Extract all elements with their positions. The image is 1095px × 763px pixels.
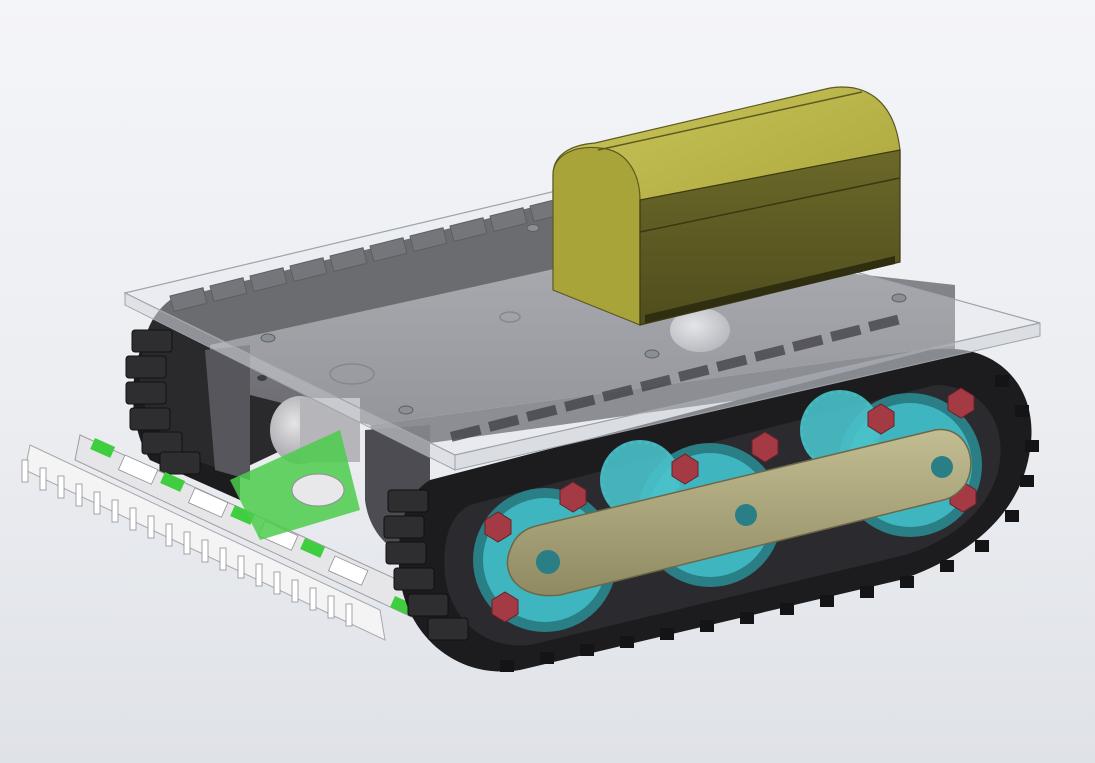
left-track-end-pads xyxy=(125,329,201,475)
battery-ridge xyxy=(597,91,863,151)
chassis-hole-small xyxy=(499,311,521,323)
top-plate-slots xyxy=(449,314,900,442)
battery-seam xyxy=(639,177,901,233)
right-track-teeth xyxy=(500,375,1039,672)
sensor-bar-teeth xyxy=(21,459,353,627)
battery-side-face xyxy=(639,149,901,326)
link-hole-front xyxy=(536,550,560,574)
top-plate-transparent[interactable] xyxy=(123,189,1041,471)
sensor-caster xyxy=(291,473,345,507)
right-track-end-pads xyxy=(383,489,469,641)
battery-housing[interactable] xyxy=(552,86,901,326)
top-plate-screws xyxy=(260,224,907,415)
top-plate-edge-right xyxy=(454,322,1041,471)
idler-link-bar[interactable] xyxy=(506,428,972,597)
motor-right xyxy=(670,308,730,352)
chassis-hole-large xyxy=(329,363,375,385)
front-sensor-comb[interactable] xyxy=(21,430,421,641)
chassis-left-wall xyxy=(205,345,250,480)
link-hole-rear xyxy=(931,456,953,478)
battery-base-lip xyxy=(645,256,895,323)
chassis-hole-rear xyxy=(257,375,267,381)
link-hole-mid xyxy=(735,504,757,526)
sensor-green-pads xyxy=(90,438,416,616)
